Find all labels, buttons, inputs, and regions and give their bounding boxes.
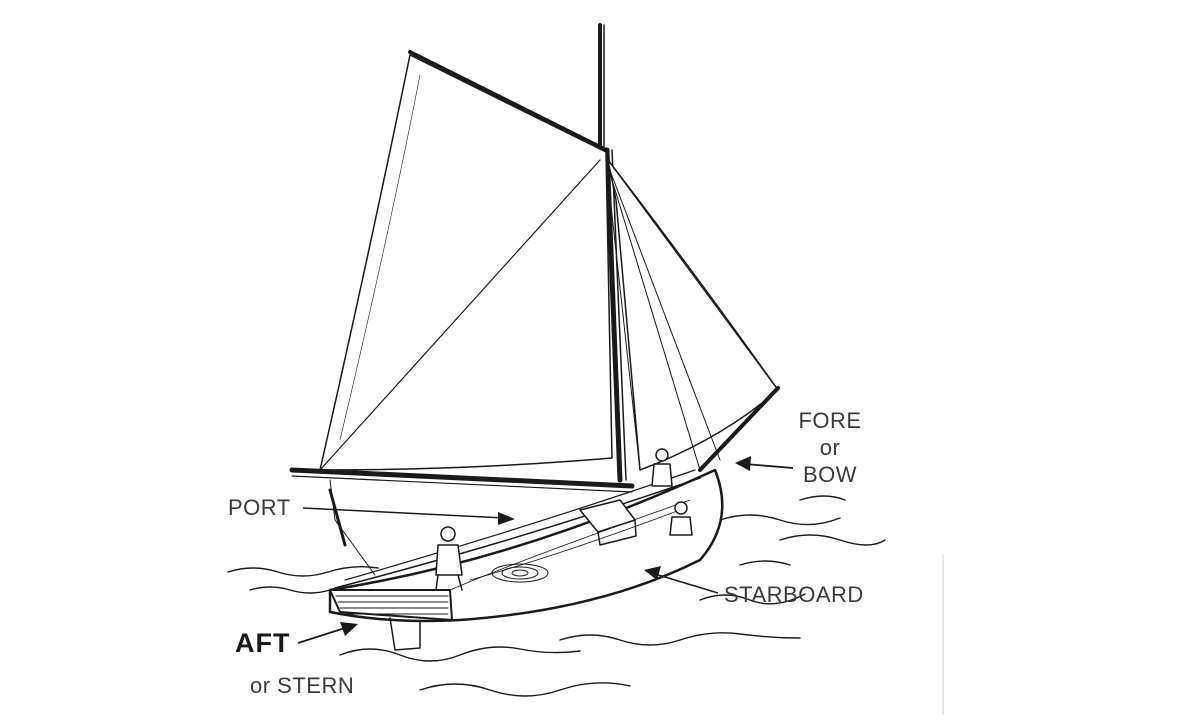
label-fore-or: or	[819, 434, 841, 460]
label-aft: AFT	[235, 628, 291, 658]
label-stern: or STERN	[250, 673, 355, 698]
crew-figure-midship	[669, 501, 693, 536]
jib-sail	[607, 159, 779, 471]
water-waves	[227, 495, 886, 697]
coiled-rope	[491, 563, 549, 583]
arrow-starboard	[644, 566, 719, 594]
arrow-bow	[735, 456, 794, 471]
label-fore: FORE	[798, 408, 862, 433]
boom	[289, 467, 635, 493]
hull	[328, 468, 724, 623]
crew-figure-bow	[651, 448, 673, 487]
bowsprit	[698, 386, 780, 472]
label-starboard: STARBOARD	[724, 582, 864, 607]
arrow-port	[302, 507, 515, 525]
crew-figure-stern	[435, 526, 463, 591]
mainsail	[319, 54, 613, 471]
rudder	[389, 617, 421, 651]
deck-cargo	[579, 499, 637, 546]
arrow-aft	[297, 622, 358, 644]
rigging	[328, 159, 721, 576]
mast	[598, 23, 627, 483]
label-bow: BOW	[802, 461, 858, 487]
label-port: PORT	[228, 495, 291, 520]
transom	[329, 589, 453, 621]
label-fore-or-bow: FORE or BOW	[793, 408, 867, 488]
